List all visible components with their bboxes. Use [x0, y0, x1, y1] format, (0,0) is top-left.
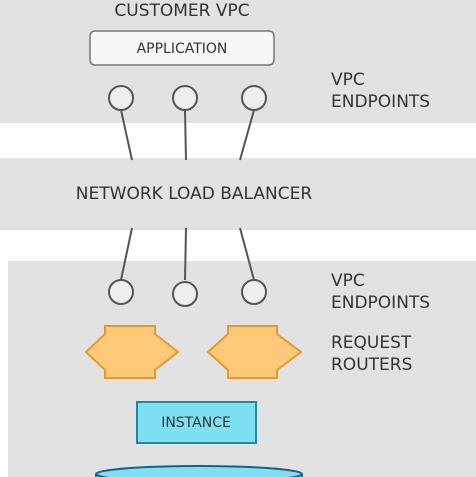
top-endpoints-label-line2: ENDPOINTS: [331, 92, 430, 112]
database-cylinder-icon: [95, 465, 303, 477]
endpoint-circle-icon[interactable]: [108, 279, 134, 305]
endpoint-circle-icon[interactable]: [108, 85, 134, 111]
connector-line: [120, 227, 133, 281]
connector-line: [184, 227, 187, 281]
endpoint-circle-icon[interactable]: [241, 85, 267, 111]
connector-line: [120, 109, 133, 161]
bottom-endpoints-label-line1: VPC: [331, 271, 365, 291]
routers-label-line1: REQUEST: [331, 333, 412, 353]
endpoint-circle-icon[interactable]: [172, 85, 198, 111]
bottom-endpoints-label-line2: ENDPOINTS: [331, 293, 430, 313]
routers-label-line2: ROUTERS: [331, 355, 412, 375]
double-arrow-icon[interactable]: [206, 325, 303, 379]
connector-line: [239, 227, 255, 281]
double-arrow-icon[interactable]: [84, 325, 180, 379]
top-endpoints-label-line1: VPC: [331, 70, 365, 90]
endpoint-circle-icon[interactable]: [172, 281, 198, 307]
application-label: APPLICATION: [137, 41, 228, 57]
instance-label: INSTANCE: [161, 415, 231, 431]
connector-line: [239, 109, 255, 161]
top-endpoints: [108, 85, 267, 111]
bottom-connectors: [120, 227, 255, 281]
application-box[interactable]: [89, 30, 275, 66]
load-balancer-region: [0, 158, 476, 230]
load-balancer-label: NETWORK LOAD BALANCER: [76, 184, 313, 204]
top-connectors: [120, 109, 255, 161]
customer-vpc-title: CUSTOMER VPC: [114, 1, 249, 21]
bottom-endpoints: [108, 279, 267, 307]
endpoint-circle-icon[interactable]: [241, 279, 267, 305]
instance-box[interactable]: [136, 401, 257, 444]
connector-line: [184, 109, 187, 161]
